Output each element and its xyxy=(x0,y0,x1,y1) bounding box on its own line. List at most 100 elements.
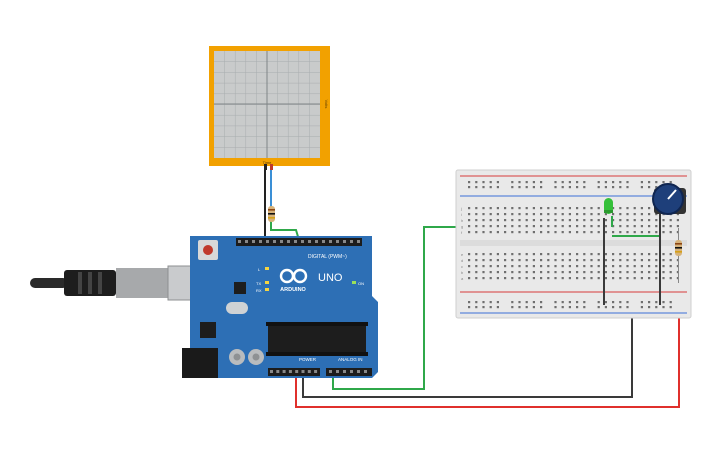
bb-hole[interactable] xyxy=(619,219,622,222)
bb-hole[interactable] xyxy=(489,259,492,262)
bb-hole[interactable] xyxy=(511,271,514,274)
bb-hole[interactable] xyxy=(554,259,557,262)
bb-hole[interactable] xyxy=(662,219,665,222)
bb-hole[interactable] xyxy=(597,259,600,262)
oscilloscope[interactable]: Time Volts xyxy=(209,46,330,170)
bb-hole[interactable] xyxy=(612,271,615,274)
bb-hole[interactable] xyxy=(568,271,571,274)
bb-hole[interactable] xyxy=(626,253,629,256)
bb-hole[interactable] xyxy=(583,231,586,234)
bb-hole[interactable] xyxy=(475,231,478,234)
bb-hole[interactable] xyxy=(518,265,521,268)
bb-hole[interactable] xyxy=(561,231,564,234)
bb-hole[interactable] xyxy=(468,259,471,262)
bb-hole[interactable] xyxy=(511,259,514,262)
bb-hole[interactable] xyxy=(489,213,492,216)
bb-hole[interactable] xyxy=(583,259,586,262)
pin-hole[interactable] xyxy=(314,370,318,373)
bb-hole[interactable] xyxy=(648,301,651,304)
bb-hole[interactable] xyxy=(669,259,672,262)
wire-black-gnd[interactable] xyxy=(302,305,633,398)
bb-hole[interactable] xyxy=(597,265,600,268)
bb-hole[interactable] xyxy=(576,265,579,268)
bb-hole[interactable] xyxy=(554,186,557,189)
pin-hole[interactable] xyxy=(252,240,255,243)
bb-hole[interactable] xyxy=(633,219,636,222)
bb-hole[interactable] xyxy=(468,207,471,210)
bb-hole[interactable] xyxy=(482,225,485,228)
bb-hole[interactable] xyxy=(482,306,485,309)
bb-hole[interactable] xyxy=(561,253,564,256)
resistor-scope[interactable] xyxy=(268,206,275,222)
bb-hole[interactable] xyxy=(640,231,643,234)
bb-hole[interactable] xyxy=(662,231,665,234)
bb-hole[interactable] xyxy=(648,259,651,262)
bb-hole[interactable] xyxy=(597,301,600,304)
bb-hole[interactable] xyxy=(468,225,471,228)
bb-hole[interactable] xyxy=(554,265,557,268)
bb-hole[interactable] xyxy=(554,231,557,234)
bb-hole[interactable] xyxy=(561,181,564,184)
bb-hole[interactable] xyxy=(669,265,672,268)
bb-hole[interactable] xyxy=(554,277,557,280)
bb-hole[interactable] xyxy=(669,181,672,184)
bb-hole[interactable] xyxy=(619,231,622,234)
bb-hole[interactable] xyxy=(626,259,629,262)
bb-hole[interactable] xyxy=(561,301,564,304)
bb-hole[interactable] xyxy=(561,225,564,228)
bb-hole[interactable] xyxy=(540,271,543,274)
bb-hole[interactable] xyxy=(561,219,564,222)
bb-hole[interactable] xyxy=(662,225,665,228)
bb-hole[interactable] xyxy=(547,213,550,216)
bb-hole[interactable] xyxy=(612,301,615,304)
bb-hole[interactable] xyxy=(576,301,579,304)
bb-hole[interactable] xyxy=(612,219,615,222)
bb-hole[interactable] xyxy=(475,186,478,189)
bb-hole[interactable] xyxy=(583,207,586,210)
bb-hole[interactable] xyxy=(576,271,579,274)
bb-hole[interactable] xyxy=(540,301,543,304)
bb-hole[interactable] xyxy=(504,231,507,234)
bb-hole[interactable] xyxy=(604,253,607,256)
bb-hole[interactable] xyxy=(525,306,528,309)
bb-hole[interactable] xyxy=(648,219,651,222)
potentiometer[interactable] xyxy=(652,183,686,215)
bb-hole[interactable] xyxy=(576,213,579,216)
bb-hole[interactable] xyxy=(525,231,528,234)
bb-hole[interactable] xyxy=(554,181,557,184)
bb-hole[interactable] xyxy=(525,277,528,280)
bb-hole[interactable] xyxy=(489,271,492,274)
bb-hole[interactable] xyxy=(597,225,600,228)
bb-hole[interactable] xyxy=(518,219,521,222)
usb-cable[interactable] xyxy=(30,265,201,301)
bb-hole[interactable] xyxy=(468,306,471,309)
bb-hole[interactable] xyxy=(583,213,586,216)
bb-hole[interactable] xyxy=(489,253,492,256)
bb-hole[interactable] xyxy=(633,207,636,210)
bb-hole[interactable] xyxy=(511,181,514,184)
bb-hole[interactable] xyxy=(475,181,478,184)
bb-hole[interactable] xyxy=(489,207,492,210)
pin-hole[interactable] xyxy=(307,370,311,373)
bb-hole[interactable] xyxy=(590,213,593,216)
bb-hole[interactable] xyxy=(496,306,499,309)
bb-hole[interactable] xyxy=(568,253,571,256)
bb-hole[interactable] xyxy=(532,301,535,304)
bb-hole[interactable] xyxy=(489,186,492,189)
bb-hole[interactable] xyxy=(482,207,485,210)
bb-hole[interactable] xyxy=(525,225,528,228)
bb-hole[interactable] xyxy=(633,253,636,256)
bb-hole[interactable] xyxy=(640,259,643,262)
bb-hole[interactable] xyxy=(597,253,600,256)
bb-hole[interactable] xyxy=(554,301,557,304)
bb-hole[interactable] xyxy=(554,213,557,216)
bb-hole[interactable] xyxy=(482,181,485,184)
bb-hole[interactable] xyxy=(604,277,607,280)
pin-hole[interactable] xyxy=(329,370,332,373)
bb-hole[interactable] xyxy=(532,259,535,262)
bb-hole[interactable] xyxy=(532,207,535,210)
bb-hole[interactable] xyxy=(504,271,507,274)
bb-hole[interactable] xyxy=(612,213,615,216)
bb-hole[interactable] xyxy=(612,186,615,189)
